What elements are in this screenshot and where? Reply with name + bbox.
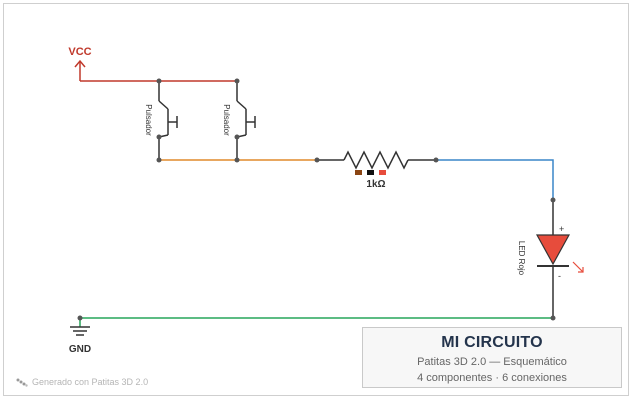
vcc-symbol: VCC — [68, 46, 92, 81]
led-to-gnd-wire — [79, 317, 553, 327]
node — [156, 78, 162, 84]
node — [234, 157, 240, 163]
gnd-symbol: GND — [69, 326, 91, 355]
resistor-1k: 1kΩ — [317, 150, 436, 190]
switch2-label: Pulsador — [222, 104, 231, 136]
pushbutton-2: Pulsador — [222, 81, 256, 160]
resistor-value-label: 1kΩ — [366, 179, 385, 190]
node — [314, 157, 320, 163]
node — [77, 315, 83, 321]
resistor-band-3 — [379, 170, 386, 175]
pushbutton-1: Pulsador — [144, 81, 178, 160]
gnd-label: GND — [69, 344, 91, 355]
led-minus-label: - — [558, 271, 561, 281]
circuit-meta: 4 componentes · 6 conexiones — [417, 372, 567, 384]
node — [156, 134, 162, 140]
circuit-subtitle: Patitas 3D 2.0 — Esquemático — [417, 356, 567, 368]
node — [433, 157, 439, 163]
node — [550, 197, 556, 203]
patitas-logo-icon — [16, 378, 28, 387]
node — [550, 315, 556, 321]
footer-text: Generado con Patitas 3D 2.0 — [32, 377, 149, 387]
resistor-band-1 — [355, 170, 362, 175]
switch1-label: Pulsador — [144, 104, 153, 136]
title-block: MI CIRCUITO Patitas 3D 2.0 — Esquemático… — [362, 327, 622, 388]
resistor-band-2 — [367, 170, 374, 175]
node — [234, 134, 240, 140]
node — [234, 78, 240, 84]
vcc-label: VCC — [68, 46, 91, 58]
led-label: LED Rojo — [517, 241, 526, 276]
led-plus-label: + — [559, 224, 564, 234]
led-red: + - LED Rojo — [517, 200, 584, 318]
circuit-title: MI CIRCUITO — [441, 334, 543, 351]
node — [156, 157, 162, 163]
resistor-to-led-wire — [436, 159, 554, 200]
footer-credit: Generado con Patitas 3D 2.0 — [16, 377, 148, 387]
